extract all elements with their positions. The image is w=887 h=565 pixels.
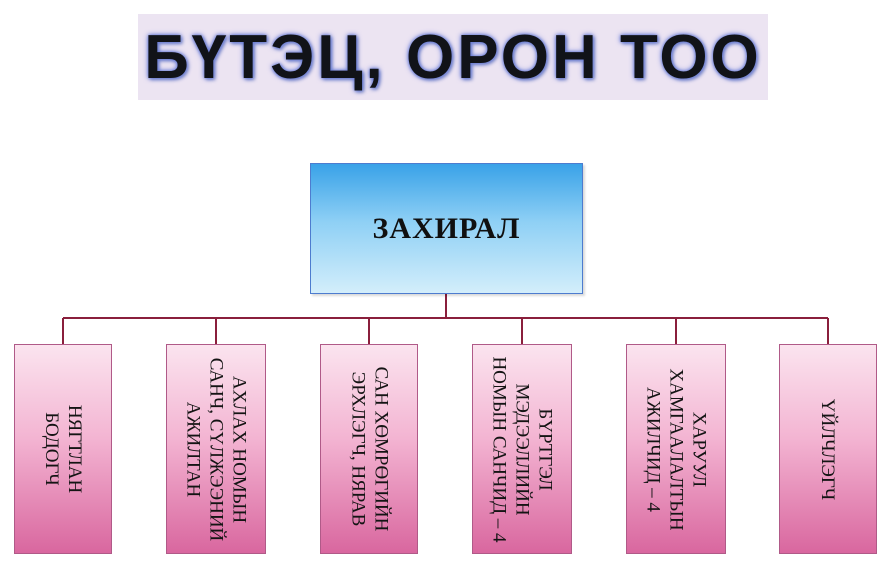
unit-line: АХЛАХ НОМЫН <box>228 375 250 523</box>
unit-box-accountant: НЯГТЛАН БОДОГЧ <box>14 344 112 554</box>
unit-box-registration-librarians: БҮРТГЭЛ МЭДЭЭЛЛИЙН НОМЫН САНЧИД – 4 <box>472 344 572 554</box>
unit-line: ҮЙЛЧЛЭГЧ <box>817 398 839 500</box>
unit-label: НЯГТЛАН БОДОГЧ <box>40 401 86 497</box>
unit-line: НЯГТЛАН <box>64 404 85 494</box>
unit-line: ХАМГААЛАЛТЫН <box>665 367 687 531</box>
unit-line: САНЧ, СҮЛЖЭЭНИЙ <box>205 357 227 541</box>
unit-line: ЭРХЛЭГЧ, НЯРАВ <box>347 371 369 527</box>
unit-box-senior-librarian: АХЛАХ НОМЫН САНЧ, СҮЛЖЭЭНИЙ АЖИЛТАН <box>166 344 266 554</box>
unit-label: АХЛАХ НОМЫН САНЧ, СҮЛЖЭЭНИЙ АЖИЛТАН <box>182 357 251 541</box>
unit-line: НОМЫН САНЧИД – 4 <box>488 355 510 543</box>
unit-line: САН ХӨМРӨГИЙН <box>370 366 392 532</box>
unit-line: БҮРТГЭЛ <box>534 407 556 491</box>
director-box: ЗАХИРАЛ <box>310 163 583 294</box>
unit-line: ХАРУУЛ <box>688 411 710 487</box>
unit-label: БҮРТГЭЛ МЭДЭЭЛЛИЙН НОМЫН САНЧИД – 4 <box>488 356 557 542</box>
unit-line: АЖИЛТАН <box>182 401 204 497</box>
unit-line: БОДОГЧ <box>41 412 62 486</box>
unit-line: МЭДЭЭЛЛИЙН <box>511 382 533 516</box>
unit-label: ҮЙЛЧЛЭГЧ <box>817 398 840 499</box>
director-label: ЗАХИРАЛ <box>372 211 521 245</box>
unit-label: ХАРУУЛ ХАМГААЛАЛТЫН АЖИЛЧИД – 4 <box>642 368 711 530</box>
page-title: БҮТЭЦ, ОРОН ТОО <box>144 22 762 92</box>
unit-box-cleaner: ҮЙЛЧЛЭГЧ <box>779 344 877 554</box>
unit-box-security-workers: ХАРУУЛ ХАМГААЛАЛТЫН АЖИЛЧИД – 4 <box>626 344 726 554</box>
unit-box-collection-keeper: САН ХӨМРӨГИЙН ЭРХЛЭГЧ, НЯРАВ <box>320 344 418 554</box>
title-banner: БҮТЭЦ, ОРОН ТОО <box>138 14 768 100</box>
unit-label: САН ХӨМРӨГИЙН ЭРХЛЭГЧ, НЯРАВ <box>346 367 392 532</box>
unit-line: АЖИЛЧИД – 4 <box>642 386 664 512</box>
